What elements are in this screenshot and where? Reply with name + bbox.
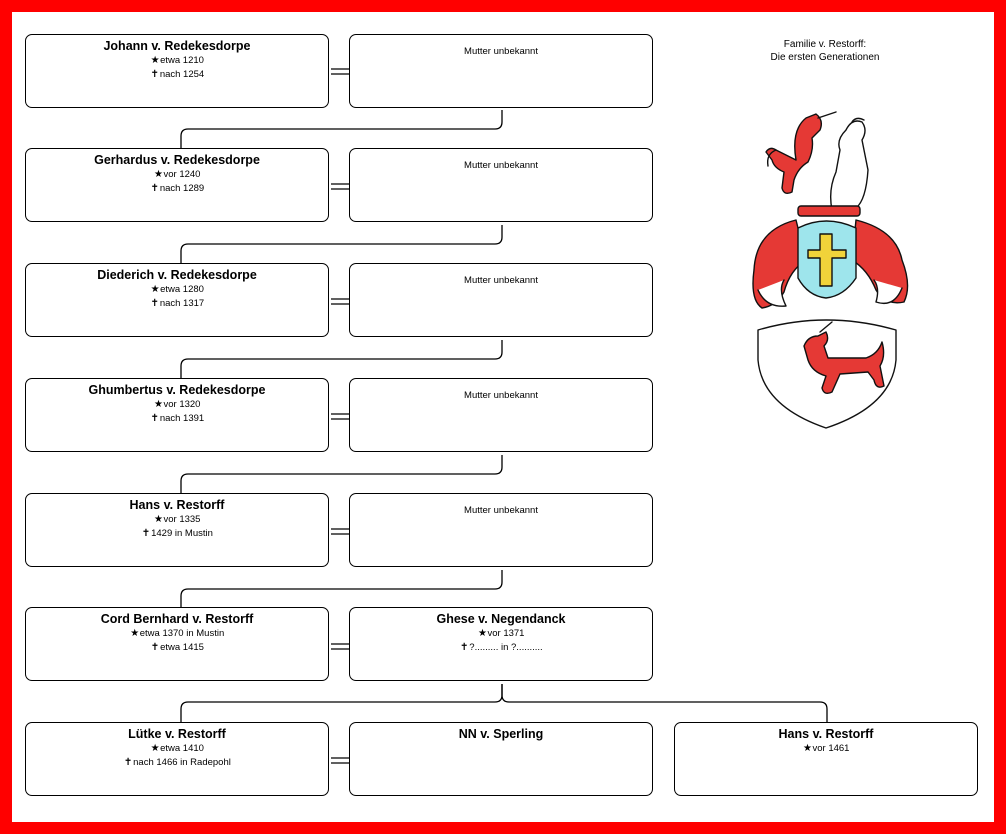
death-date: etwa 1415	[160, 642, 204, 653]
cross-icon: ✝	[150, 183, 159, 194]
person-box-mother[interactable]: Mutter unbekannt	[349, 493, 653, 567]
birth-date: vor 1240	[163, 169, 201, 180]
person-box-mother[interactable]: Ghese v. Negendanck ★vor 1371 ✝?........…	[349, 607, 653, 681]
star-icon: ★	[478, 628, 487, 639]
star-icon: ★	[150, 55, 160, 66]
birth-date: vor 1335	[163, 514, 201, 525]
cross-icon: ✝	[150, 413, 159, 424]
death-date: 1429 in Mustin	[151, 528, 213, 539]
birth-date: etwa 1410	[160, 743, 204, 754]
person-box-mother[interactable]: Mutter unbekannt	[349, 34, 653, 108]
star-icon: ★	[154, 399, 163, 410]
person-box-spouse[interactable]: NN v. Sperling	[349, 722, 653, 796]
star-icon: ★	[150, 743, 160, 754]
star-icon: ★	[154, 514, 163, 525]
death-date: nach 1289	[159, 183, 205, 194]
death-date: nach 1466 in Radepohl	[133, 757, 231, 768]
person-box-mother[interactable]: Mutter unbekannt	[349, 148, 653, 222]
death-date: nach 1317	[159, 298, 205, 309]
birth-date: vor 1320	[163, 399, 201, 410]
death-date: nach 1254	[159, 69, 205, 80]
person-name: Lütke v. Restorff	[128, 727, 226, 741]
title-line-2: Die ersten Generationen	[770, 52, 880, 63]
person-name: Hans v. Restorff	[129, 498, 225, 512]
star-icon: ★	[150, 284, 160, 295]
birth-date: vor 1461	[812, 743, 850, 754]
person-box-child[interactable]: Hans v. Restorff ★vor 1461	[674, 722, 978, 796]
birth-date: etwa 1280	[160, 284, 204, 295]
person-name: Diederich v. Redekesdorpe	[97, 268, 257, 282]
birth-date: vor 1371	[487, 628, 525, 639]
person-box-father[interactable]: Diederich v. Redekesdorpe ★etwa 1280 ✝na…	[25, 263, 329, 337]
mother-unknown-note: Mutter unbekannt	[464, 160, 538, 171]
diagram-title: Familie v. Restorff: Die ersten Generati…	[730, 38, 920, 64]
mother-unknown-note: Mutter unbekannt	[464, 390, 538, 401]
birth-date: etwa 1370 in Mustin	[139, 628, 225, 639]
star-icon: ★	[803, 743, 812, 754]
person-name: Cord Bernhard v. Restorff	[100, 612, 254, 626]
person-box-father[interactable]: Ghumbertus v. Redekesdorpe ★vor 1320 ✝na…	[25, 378, 329, 452]
coat-of-arms-icon	[752, 111, 909, 429]
mother-unknown-note: Mutter unbekannt	[464, 505, 538, 516]
cross-icon: ✝	[141, 528, 151, 539]
person-box-child[interactable]: Lütke v. Restorff ★etwa 1410 ✝nach 1466 …	[25, 722, 329, 796]
birth-date: etwa 1210	[160, 55, 204, 66]
star-icon: ★	[154, 169, 163, 180]
person-name: Hans v. Restorff	[778, 727, 874, 741]
person-box-mother[interactable]: Mutter unbekannt	[349, 378, 653, 452]
cross-icon: ✝	[150, 69, 159, 80]
mother-unknown-note: Mutter unbekannt	[464, 46, 538, 57]
person-name: Ghese v. Negendanck	[436, 612, 566, 626]
cross-icon: ✝	[123, 757, 133, 768]
person-box-father[interactable]: Gerhardus v. Redekesdorpe ★vor 1240 ✝nac…	[25, 148, 329, 222]
cross-icon: ✝	[460, 642, 469, 653]
star-icon: ★	[130, 628, 140, 639]
title-line-1: Familie v. Restorff:	[783, 39, 867, 50]
person-name: Johann v. Redekesdorpe	[103, 39, 251, 53]
person-box-mother[interactable]: Mutter unbekannt	[349, 263, 653, 337]
person-box-father[interactable]: Cord Bernhard v. Restorff ★etwa 1370 in …	[25, 607, 329, 681]
cross-icon: ✝	[150, 298, 159, 309]
person-name: Ghumbertus v. Redekesdorpe	[88, 383, 266, 397]
person-box-father[interactable]: Johann v. Redekesdorpe ★etwa 1210 ✝nach …	[25, 34, 329, 108]
person-name: NN v. Sperling	[458, 727, 544, 741]
person-name: Gerhardus v. Redekesdorpe	[94, 153, 260, 167]
cross-icon: ✝	[150, 642, 160, 653]
death-date: nach 1391	[159, 413, 205, 424]
mother-unknown-note: Mutter unbekannt	[464, 275, 538, 286]
death-date: ?......... in ?..........	[469, 642, 543, 653]
person-box-father[interactable]: Hans v. Restorff ★vor 1335 ✝1429 in Must…	[25, 493, 329, 567]
